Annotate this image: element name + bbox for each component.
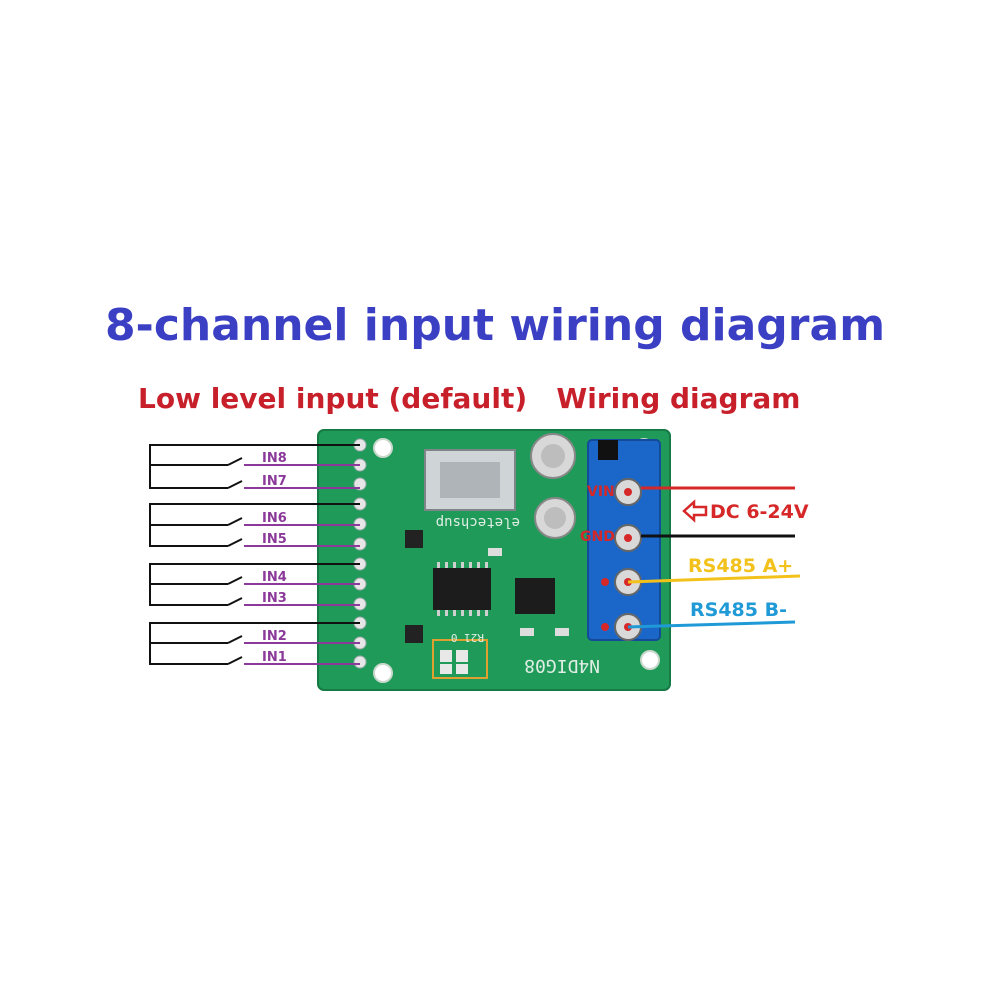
rs485-a-label: RS485 A+	[688, 555, 793, 577]
input-label-in7: IN7	[262, 474, 287, 489]
subtitle-part-1: Low level input (default)	[138, 382, 528, 415]
input-label-in8: IN8	[262, 451, 287, 466]
input-label-in6: IN6	[262, 511, 287, 526]
power-label: DC 6-24V	[710, 501, 809, 523]
mount-hole-bl	[373, 663, 393, 683]
terminal-gnd-label: GND	[580, 529, 615, 545]
jumper-block	[432, 639, 488, 679]
brand-text: eletechsup	[436, 514, 520, 530]
mount-hole-br	[640, 650, 660, 670]
mount-hole-tl	[373, 438, 393, 458]
input-wiring	[149, 444, 360, 665]
rs485-ic	[515, 578, 555, 614]
input-label-in1: IN1	[262, 650, 287, 665]
diagram-title: 8-channel input wiring diagram	[104, 300, 886, 351]
input-label-in2: IN2	[262, 629, 287, 644]
input-label-in5: IN5	[262, 532, 287, 547]
input-label-in4: IN4	[262, 570, 287, 585]
diagram-subtitle: Low level input (default) Wiring diagram	[138, 382, 800, 415]
input-label-in3: IN3	[262, 591, 287, 606]
power-arrow-icon	[682, 499, 708, 523]
terminal-vin-label: VIN	[587, 484, 615, 500]
model-text: N4DIG08	[524, 655, 600, 676]
main-ic	[433, 568, 491, 610]
subtitle-part-2: Wiring diagram	[556, 382, 801, 415]
rs485-b-wire	[627, 620, 796, 629]
jumper-label: R21 0	[451, 631, 484, 644]
rs485-a-wire	[627, 574, 801, 584]
rs485-b-label: RS485 B-	[690, 599, 787, 621]
